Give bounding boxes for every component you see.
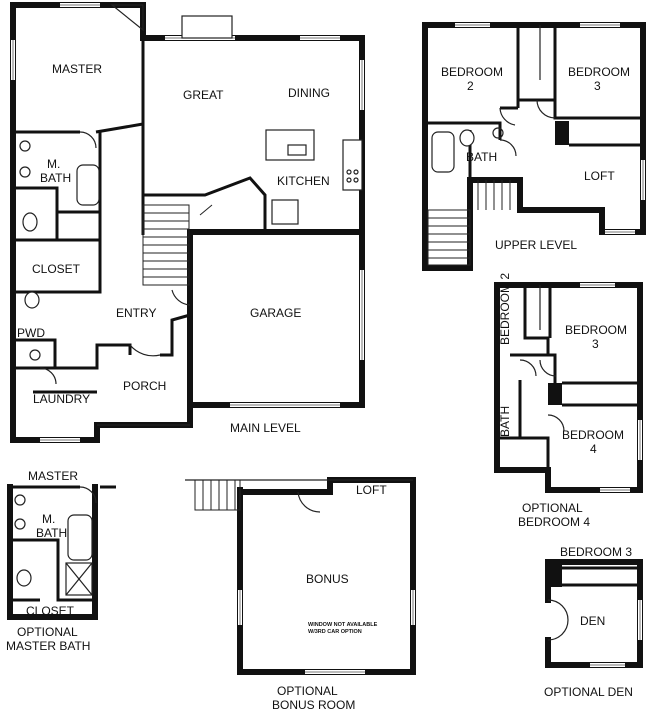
upper-level-plan: BEDROOM 2 BEDROOM 3 BATH LOFT UPPER LEVE… <box>422 22 646 271</box>
room-label-opt-bedroom3-line2: 3 <box>592 337 599 351</box>
caption-optional-bedroom4-line2: BEDROOM 4 <box>518 515 590 529</box>
note-window-line1: WINDOW NOT AVAILABLE <box>308 622 378 628</box>
room-label-dining: DINING <box>288 86 330 100</box>
room-label-opt-bath: BATH <box>498 406 512 437</box>
upper-stairs <box>427 180 511 266</box>
room-label-m-bath-line2: BATH <box>40 171 71 185</box>
room-label-bedroom2-line2: 2 <box>467 79 474 93</box>
room-label-closet: CLOSET <box>32 262 81 276</box>
room-label-den: DEN <box>580 614 605 628</box>
room-label-great: GREAT <box>183 88 224 102</box>
room-label-garage: GARAGE <box>250 306 301 320</box>
bonus-stairs <box>194 479 241 511</box>
optional-bedroom4-plan: BEDROOM 2 BEDROOM 3 BATH BEDROOM 4 OPTIO… <box>494 273 643 529</box>
caption-upper-level: UPPER LEVEL <box>495 238 577 252</box>
room-label-opt-bedroom2: BEDROOM 2 <box>498 273 512 345</box>
room-label-bedroom3-line1: BEDROOM <box>568 65 630 79</box>
caption-optional-master-bath-line1: OPTIONAL <box>17 625 78 639</box>
optional-master-bath-plan: MASTER M. BATH CLOSET OPTIONAL MASTER BA… <box>6 469 116 653</box>
room-label-bedroom3-line2: 3 <box>594 79 601 93</box>
room-label-den-bedroom3: BEDROOM 3 <box>560 545 632 559</box>
caption-main-level: MAIN LEVEL <box>230 421 301 435</box>
room-label-bonus: BONUS <box>306 572 349 586</box>
room-label-loft: LOFT <box>584 169 615 183</box>
optional-bonus-room-plan: LOFT BONUS WINDOW NOT AVAILABLE W/3RD CA… <box>185 477 416 711</box>
room-label-porch: PORCH <box>123 379 166 393</box>
room-label-m-bath-line1: M. <box>47 157 60 171</box>
caption-optional-bedroom4-line1: OPTIONAL <box>522 501 583 515</box>
room-label-opt-bedroom4-line2: 4 <box>590 442 597 456</box>
room-label-entry: ENTRY <box>116 306 156 320</box>
room-label-opt-m-bath-line2: BATH <box>36 526 67 540</box>
room-label-pwd: PWD <box>17 326 45 340</box>
room-label-opt-bedroom3-line1: BEDROOM <box>565 323 627 337</box>
room-label-bedroom2-line1: BEDROOM <box>441 65 503 79</box>
optional-den-plan: BEDROOM 3 DEN OPTIONAL DEN <box>544 545 643 699</box>
room-label-opt-master: MASTER <box>28 469 78 483</box>
room-label-opt-closet: CLOSET <box>26 604 75 618</box>
caption-optional-bonus-line1: OPTIONAL <box>277 684 338 698</box>
note-window-line2: W/3RD CAR OPTION <box>308 629 362 635</box>
room-label-kitchen: KITCHEN <box>277 174 330 188</box>
main-stairs <box>142 204 213 286</box>
room-label-bonus-loft: LOFT <box>356 483 387 497</box>
room-label-opt-m-bath-line1: M. <box>42 512 55 526</box>
caption-optional-bonus-line2: BONUS ROOM <box>272 698 355 711</box>
room-label-master: MASTER <box>52 62 102 76</box>
caption-optional-master-bath-line2: MASTER BATH <box>6 639 90 653</box>
room-label-bath: BATH <box>466 150 497 164</box>
main-level-plan: MASTER GREAT DINING M. BATH KITCHEN CLOS… <box>10 2 365 443</box>
room-label-opt-bedroom4-line1: BEDROOM <box>562 428 624 442</box>
room-label-laundry: LAUNDRY <box>33 392 90 406</box>
caption-optional-den: OPTIONAL DEN <box>544 685 633 699</box>
